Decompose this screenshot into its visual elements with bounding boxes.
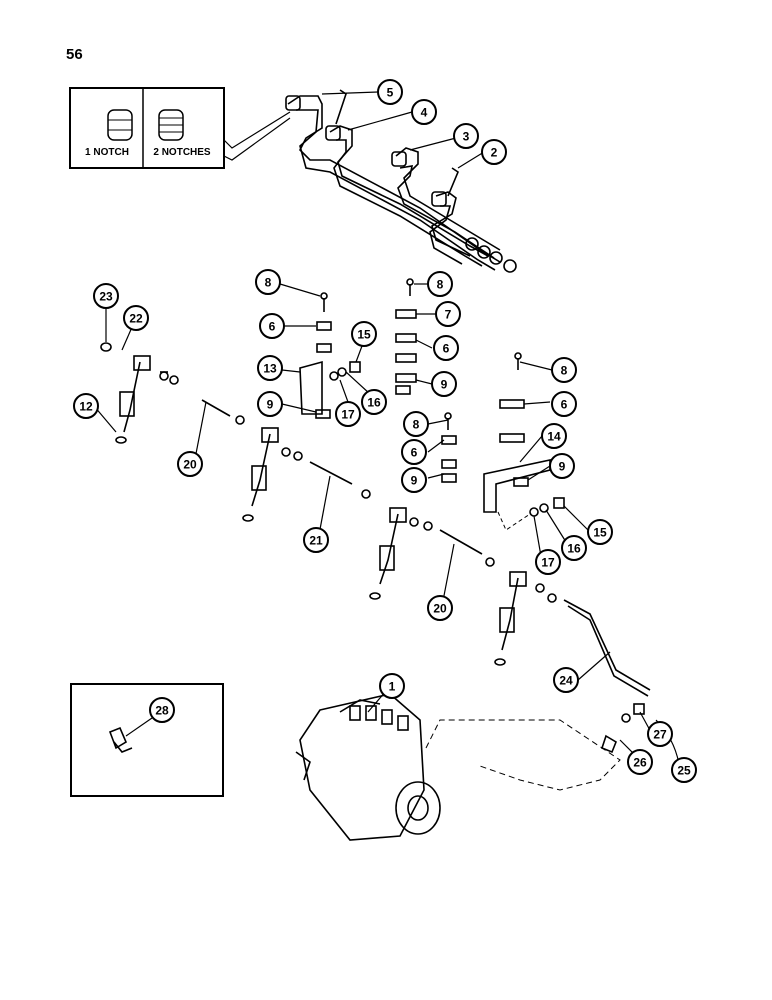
callouts: 1 2 3 4 5 6 6 6 6 7 8 8 8 8 9 9 9 9 12 1… [73,79,697,783]
svg-text:2: 2 [491,146,498,160]
callout-8: 8 [403,411,429,437]
svg-text:17: 17 [341,408,355,422]
callout-22: 22 [123,305,149,331]
one-notch-label: 1 NOTCH [85,147,129,158]
callout-20: 20 [177,451,203,477]
callout-9: 9 [401,467,427,493]
callout-28: 28 [149,697,175,723]
svg-text:6: 6 [443,342,450,356]
callout-17: 17 [535,549,561,575]
callout-13: 13 [257,355,283,381]
callout-27: 27 [647,721,673,747]
svg-text:6: 6 [561,398,568,412]
two-notches-label: 2 NOTCHES [153,147,211,158]
svg-text:25: 25 [677,764,691,778]
injection-lines [285,89,517,273]
callout-8: 8 [255,269,281,295]
svg-text:15: 15 [593,526,607,540]
callout-16: 16 [561,535,587,561]
svg-text:14: 14 [547,430,561,444]
callout-9: 9 [549,453,575,479]
svg-text:20: 20 [433,602,447,616]
svg-text:8: 8 [265,276,272,290]
svg-text:23: 23 [99,290,113,304]
svg-text:16: 16 [567,542,581,556]
callout-1: 1 [379,673,405,699]
svg-text:6: 6 [269,320,276,334]
svg-text:28: 28 [155,704,169,718]
svg-text:1: 1 [389,680,396,694]
callout-4: 4 [411,99,437,125]
svg-text:17: 17 [541,556,555,570]
svg-text:4: 4 [421,106,428,120]
svg-text:8: 8 [413,418,420,432]
callout-5: 5 [377,79,403,105]
svg-text:9: 9 [267,398,274,412]
callout-25: 25 [671,757,697,783]
injectors-and-leakoff [100,342,651,697]
notch-inset: 1 NOTCH 2 NOTCHES [69,87,291,169]
callout-6: 6 [433,335,459,361]
svg-text:8: 8 [561,364,568,378]
svg-text:20: 20 [183,458,197,472]
svg-text:9: 9 [441,378,448,392]
svg-text:7: 7 [445,308,452,322]
callout-2: 2 [481,139,507,165]
clamp-hardware [299,278,565,531]
svg-text:16: 16 [367,396,381,410]
svg-text:13: 13 [263,362,277,376]
callout-6: 6 [259,313,285,339]
callout-9: 9 [431,371,457,397]
two-notches-nut-icon [158,109,184,141]
callout-23: 23 [93,283,119,309]
callout-7: 7 [435,301,461,327]
callout-24: 24 [553,667,579,693]
svg-text:21: 21 [309,534,323,548]
one-notch-nut-icon [107,109,133,141]
svg-text:12: 12 [79,400,93,414]
callout-6: 6 [401,439,427,465]
callout-17: 17 [335,401,361,427]
svg-text:5: 5 [387,86,394,100]
callout-6: 6 [551,391,577,417]
injection-pump [295,693,645,841]
callout-14: 14 [541,423,567,449]
page-number: 56 [66,46,83,63]
callout-16: 16 [361,389,387,415]
svg-text:26: 26 [633,756,647,770]
svg-text:8: 8 [437,278,444,292]
callout-15: 15 [351,321,377,347]
callout-21: 21 [303,527,329,553]
callout-9: 9 [257,391,283,417]
callout-15: 15 [587,519,613,545]
svg-text:27: 27 [653,728,667,742]
svg-text:24: 24 [559,674,573,688]
callout-26: 26 [627,749,653,775]
callout-3: 3 [453,123,479,149]
svg-text:3: 3 [463,130,470,144]
leader-lines [93,91,681,771]
callout-8: 8 [551,357,577,383]
svg-text:6: 6 [411,446,418,460]
svg-text:22: 22 [129,312,143,326]
callout-20: 20 [427,595,453,621]
svg-text:9: 9 [559,460,566,474]
callout-8: 8 [427,271,453,297]
svg-text:9: 9 [411,474,418,488]
svg-text:15: 15 [357,328,371,342]
callout-12: 12 [73,393,99,419]
bracket-inset [70,683,224,797]
